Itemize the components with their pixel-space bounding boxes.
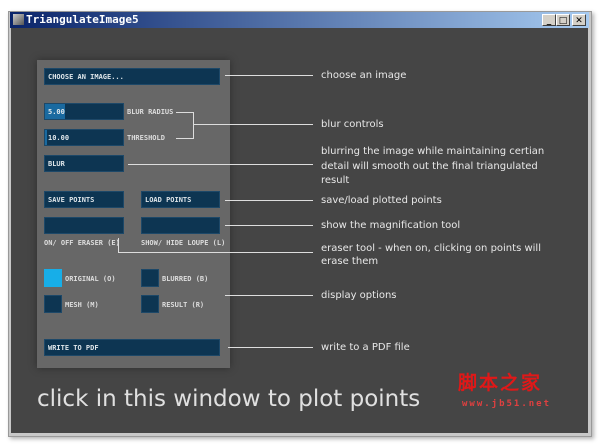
note-pdf: write to a PDF file bbox=[321, 342, 410, 353]
blurred-checkbox[interactable] bbox=[141, 269, 159, 287]
note-choose: choose an image bbox=[321, 70, 407, 81]
connector-line bbox=[225, 200, 313, 201]
mesh-checkbox[interactable] bbox=[44, 295, 62, 313]
note-eraser: eraser tool - when on, clicking on point… bbox=[321, 243, 541, 267]
blur-radius-label: Blur Radius bbox=[127, 108, 174, 116]
save-points-button[interactable]: Save Points bbox=[44, 191, 124, 208]
threshold-slider[interactable]: 10.00 bbox=[44, 129, 124, 146]
note-display: display options bbox=[321, 290, 397, 301]
blur-button[interactable]: Blur bbox=[44, 155, 124, 172]
eraser-toggle[interactable] bbox=[44, 217, 124, 234]
original-label: Original (O) bbox=[65, 275, 116, 283]
connector-line bbox=[225, 75, 313, 76]
connector-line bbox=[176, 112, 193, 113]
connector-line bbox=[118, 238, 119, 252]
title-bar[interactable] bbox=[10, 12, 589, 28]
threshold-label: Threshold bbox=[127, 134, 165, 142]
watermark-url: www.jb51.net bbox=[462, 399, 552, 409]
loupe-toggle[interactable] bbox=[141, 217, 220, 234]
note-loupe: show the magnification tool bbox=[321, 220, 461, 231]
blur-radius-slider[interactable]: 5.00 bbox=[44, 103, 124, 120]
connector-line bbox=[193, 124, 313, 125]
connector-line bbox=[176, 138, 193, 139]
threshold-value: 10.00 bbox=[48, 134, 70, 142]
write-pdf-button[interactable]: Write to PDF bbox=[44, 339, 220, 356]
app-icon bbox=[13, 14, 24, 25]
minimize-button[interactable]: _ bbox=[542, 14, 556, 26]
connector-line bbox=[225, 295, 313, 296]
connector-line bbox=[228, 347, 313, 348]
blur-radius-value: 5.00 bbox=[48, 108, 65, 116]
connector-line bbox=[193, 112, 194, 139]
window-title: TriangulateImage5 bbox=[26, 13, 139, 26]
note-blur-controls: blur controls bbox=[321, 119, 384, 130]
blurred-label: Blurred (B) bbox=[162, 275, 209, 283]
note-blur-desc: blurring the image while maintaining cer… bbox=[321, 146, 545, 186]
load-points-button[interactable]: Load Points bbox=[141, 191, 220, 208]
connector-line bbox=[225, 225, 313, 226]
eraser-label: On/ Off Eraser (E) bbox=[44, 239, 120, 247]
choose-image-button[interactable]: Choose an image... bbox=[44, 68, 220, 85]
note-save-load: save/load plotted points bbox=[321, 195, 442, 206]
loupe-label: Show/ Hide Loupe (L) bbox=[141, 239, 226, 247]
maximize-button[interactable]: □ bbox=[556, 14, 570, 26]
mesh-label: Mesh (M) bbox=[65, 301, 99, 309]
original-checkbox[interactable] bbox=[44, 269, 62, 287]
close-button[interactable]: ✕ bbox=[572, 14, 586, 26]
result-label: Result (R) bbox=[162, 301, 205, 309]
watermark-logo: 脚本之家 bbox=[458, 372, 543, 394]
connector-line bbox=[118, 252, 313, 253]
canvas-hint: click in this window to plot points bbox=[37, 386, 421, 412]
connector-line bbox=[128, 164, 313, 165]
result-checkbox[interactable] bbox=[141, 295, 159, 313]
